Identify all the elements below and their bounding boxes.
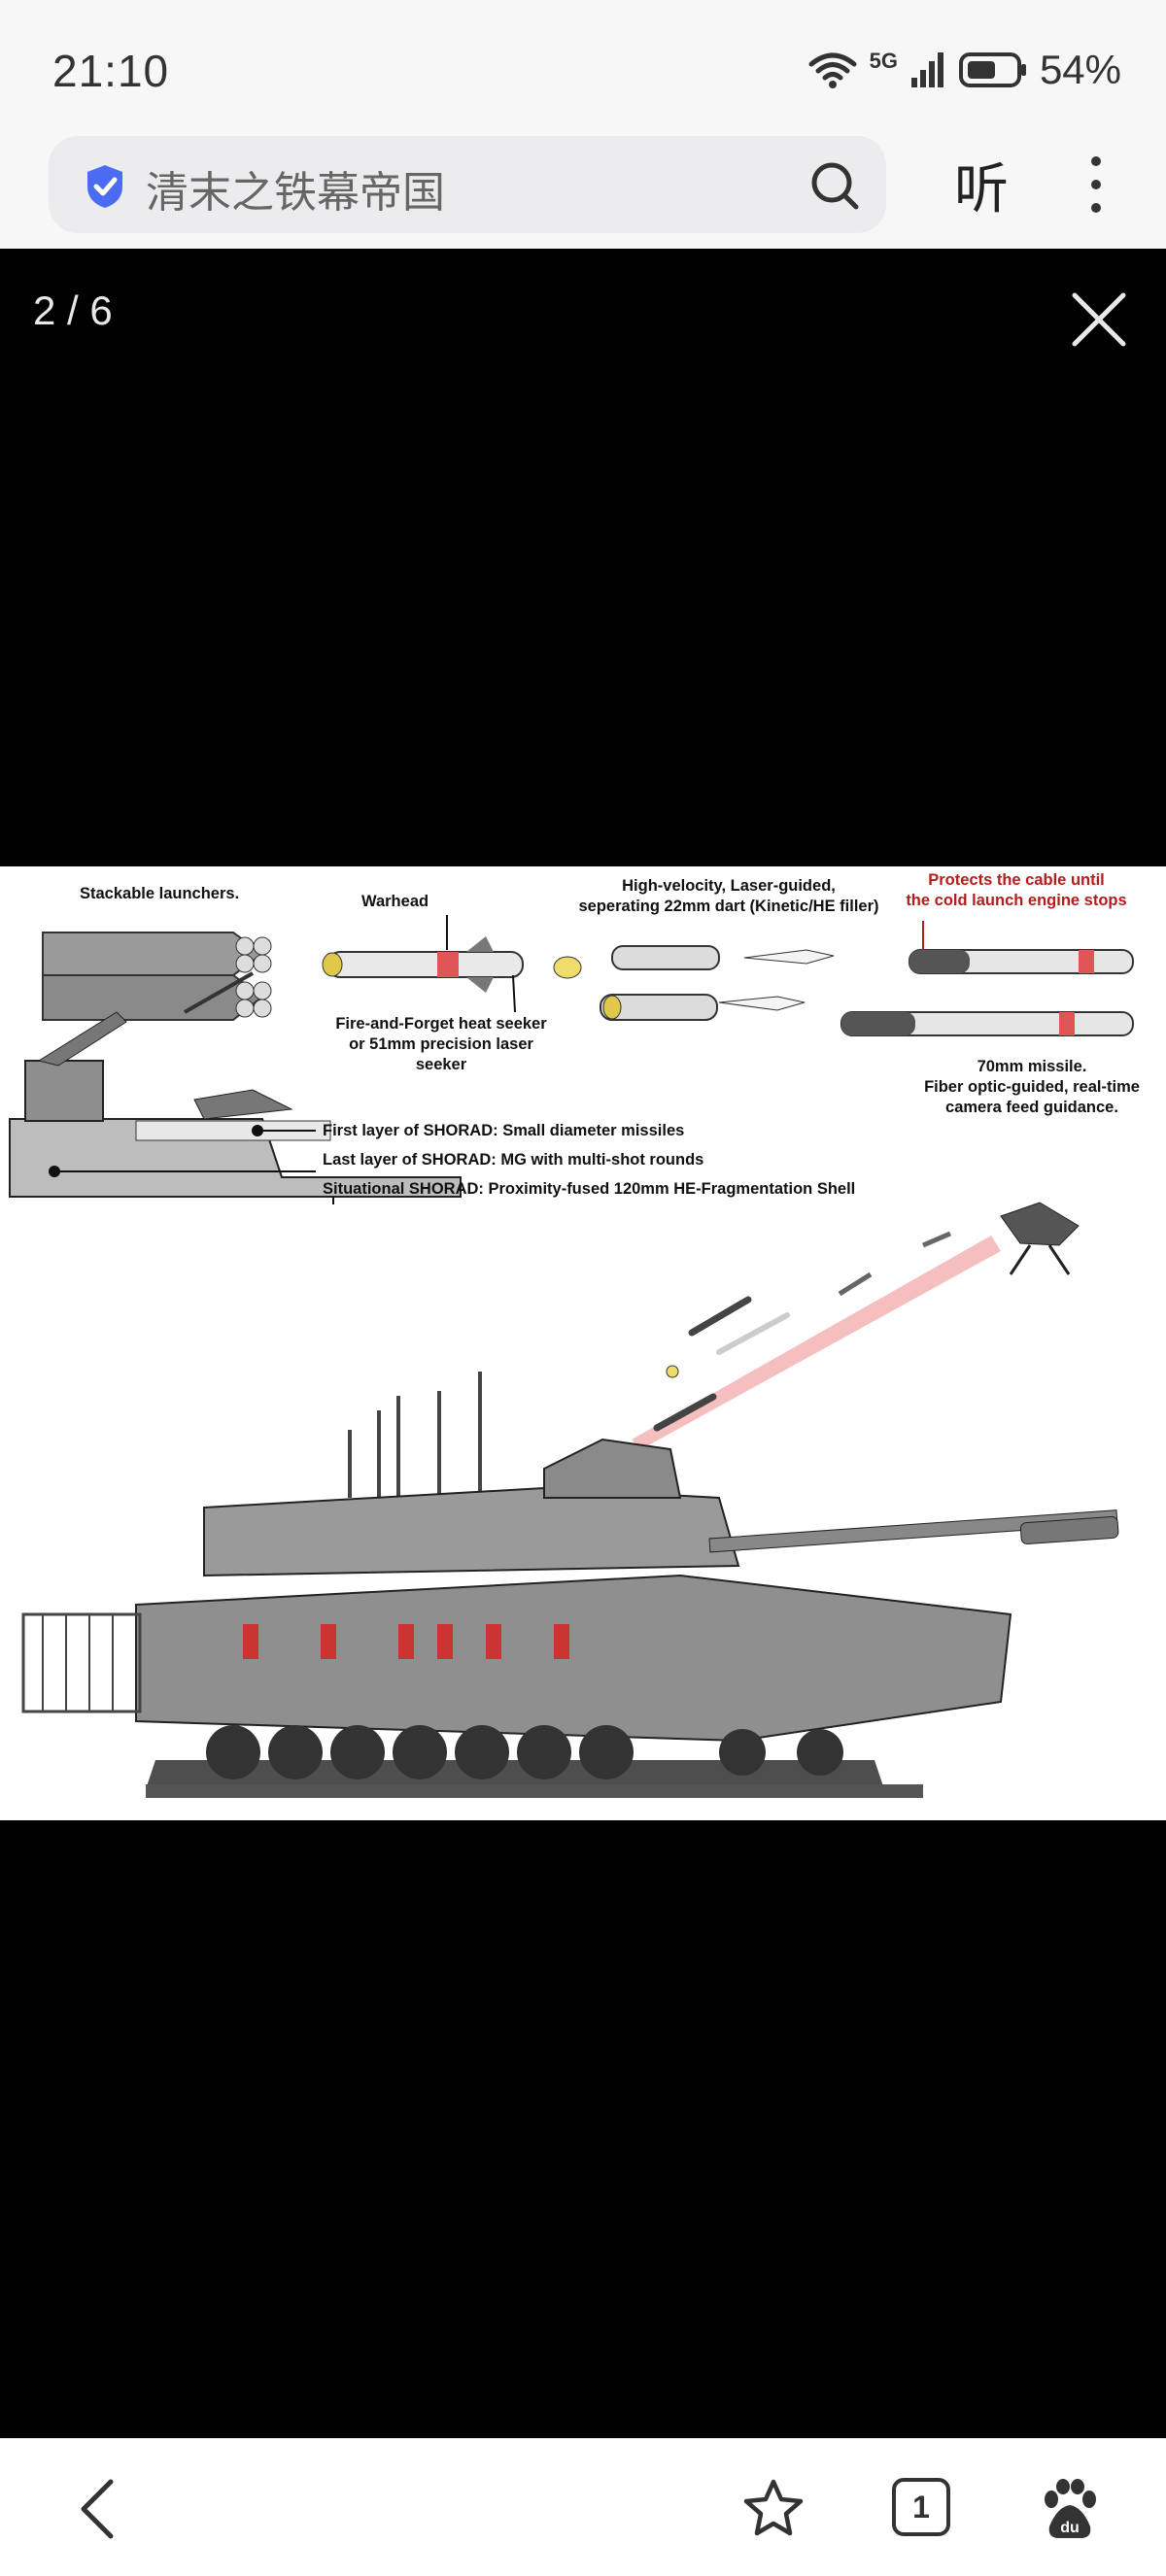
heat-seeker-missile-drawing bbox=[322, 915, 524, 1013]
back-arrow-icon[interactable] bbox=[76, 2478, 119, 2540]
interceptor-missiles-drawing bbox=[653, 1231, 951, 1432]
status-bar: 21:10 5G 54% bbox=[0, 0, 1166, 136]
wifi-icon bbox=[808, 52, 857, 88]
caption-last-layer: Last layer of SHORAD: MG with multi-shot… bbox=[323, 1151, 704, 1169]
caption-fire-forget-line-3: seeker bbox=[415, 1056, 467, 1073]
star-icon[interactable] bbox=[742, 2478, 805, 2538]
tank-illustration[interactable]: Stackable launchers. Warhead High-veloci… bbox=[0, 866, 1166, 1820]
image-counter: 2 / 6 bbox=[33, 288, 113, 333]
caption-fire-forget-line-2: or 51mm precision laser bbox=[349, 1035, 533, 1053]
tank-illustration-art bbox=[9, 915, 1134, 1798]
shield-check-icon bbox=[87, 165, 122, 208]
bottom-nav-bar: 1 du bbox=[0, 2438, 1166, 2576]
caption-situational: Situational SHORAD: Proximity-fused 120m… bbox=[323, 1180, 856, 1198]
baidu-paw-icon[interactable]: du bbox=[1040, 2478, 1100, 2540]
laser-dart-missile-drawing bbox=[600, 945, 835, 1021]
tabs-icon[interactable]: 1 bbox=[892, 2478, 950, 2536]
svg-text:du: du bbox=[1060, 2520, 1080, 2536]
more-vertical-icon[interactable] bbox=[1077, 153, 1115, 216]
close-icon[interactable] bbox=[1069, 289, 1129, 350]
stackable-launchers-drawing bbox=[42, 932, 272, 1021]
caption-70mm-missile: 70mm missile. Fiber optic-guided, real-t… bbox=[906, 1057, 1158, 1118]
caption-70mm-line-3: camera feed guidance. bbox=[945, 1099, 1118, 1116]
signal-icon bbox=[910, 52, 943, 87]
caption-70mm-line-1: 70mm missile. bbox=[977, 1058, 1087, 1075]
caption-70mm-line-2: Fiber optic-guided, real-time bbox=[924, 1078, 1140, 1096]
caption-fire-and-forget: Fire-and-Forget heat seeker or 51mm prec… bbox=[325, 1014, 558, 1075]
image-viewer: 2 / 6 bbox=[0, 249, 1166, 2438]
caption-protects-line-1: Protects the cable until bbox=[928, 871, 1105, 889]
fiber-optic-missile-drawing bbox=[840, 921, 1134, 1036]
status-indicators: 5G 54% bbox=[807, 47, 1121, 93]
address-row: 清末之铁幕帝国 听 bbox=[0, 136, 1166, 249]
turret-inset-drawing bbox=[9, 971, 462, 1204]
tab-count: 1 bbox=[912, 2489, 930, 2525]
caption-high-velocity: High-velocity, Laser-guided, seperating … bbox=[564, 876, 894, 917]
search-query[interactable]: 清末之铁幕帝国 bbox=[146, 168, 445, 218]
battery-percent: 54% bbox=[1039, 47, 1121, 92]
caption-stackable-launchers: Stackable launchers. bbox=[80, 885, 240, 902]
laser-beam-drawing bbox=[632, 1202, 1080, 1449]
main-tank-drawing bbox=[21, 1372, 1119, 1798]
caption-protects-cable: Protects the cable until the cold launch… bbox=[900, 870, 1133, 911]
caption-high-velocity-line-1: High-velocity, Laser-guided, bbox=[622, 877, 836, 895]
caption-warhead: Warhead bbox=[361, 893, 429, 910]
search-icon[interactable] bbox=[808, 159, 861, 212]
caption-fire-forget-line-1: Fire-and-Forget heat seeker bbox=[335, 1015, 547, 1033]
caption-first-layer: First layer of SHORAD: Small diameter mi… bbox=[323, 1122, 685, 1139]
status-time: 21:10 bbox=[52, 46, 170, 96]
listen-button[interactable]: 听 bbox=[954, 158, 1009, 221]
caption-protects-line-2: the cold launch engine stops bbox=[906, 892, 1127, 909]
network-type: 5G bbox=[869, 49, 898, 73]
search-box[interactable]: 清末之铁幕帝国 bbox=[49, 136, 886, 233]
battery-icon bbox=[958, 52, 1026, 87]
caption-high-velocity-line-2: seperating 22mm dart (Kinetic/HE filler) bbox=[578, 898, 879, 915]
